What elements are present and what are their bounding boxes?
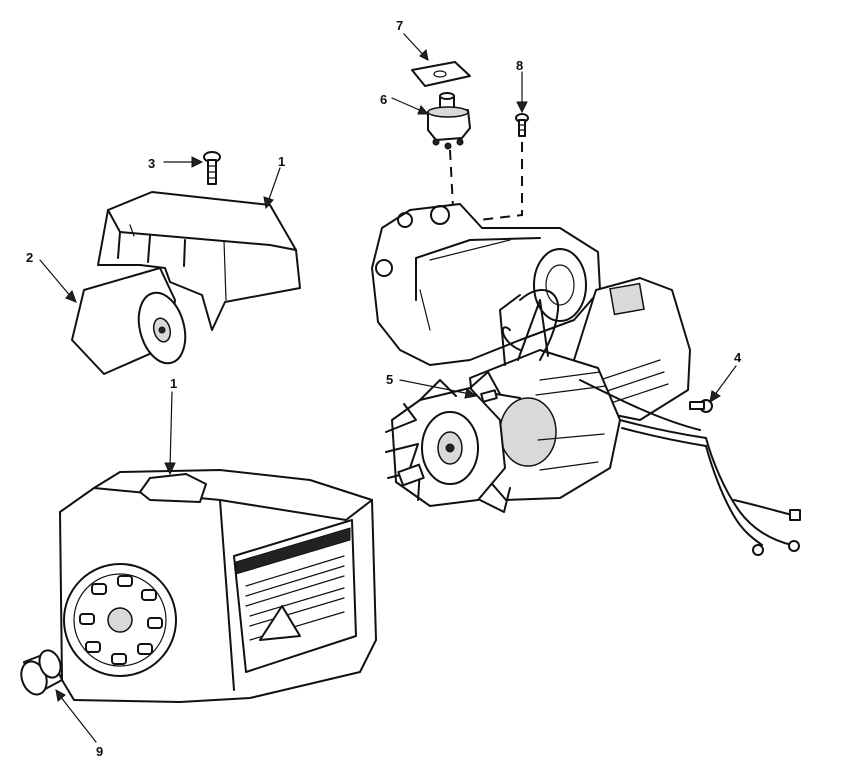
callout-1-top: 1 bbox=[278, 154, 285, 169]
part-8-dash-leader bbox=[461, 142, 523, 223]
callout-3: 3 bbox=[148, 156, 155, 171]
callout-6: 6 bbox=[380, 92, 387, 107]
part-7-gasket bbox=[411, 61, 471, 87]
leader-lines bbox=[39, 33, 737, 743]
part-9-knob bbox=[20, 649, 63, 696]
part-8-screw bbox=[515, 113, 529, 137]
callout-7: 7 bbox=[396, 18, 403, 33]
part-3-screw bbox=[203, 151, 221, 185]
callout-4: 4 bbox=[734, 350, 742, 365]
part-4-screw bbox=[689, 399, 713, 413]
part-2-capacitor bbox=[71, 267, 187, 375]
callout-9: 9 bbox=[96, 744, 103, 759]
part-1-capacitor-cover bbox=[97, 191, 301, 331]
part-5-fastener bbox=[480, 389, 521, 403]
callout-8: 8 bbox=[516, 58, 523, 73]
callout-5: 5 bbox=[386, 372, 393, 387]
part-6-pressure-switch bbox=[427, 92, 471, 150]
callout-2: 2 bbox=[26, 250, 33, 265]
motor-housing-assembly bbox=[371, 203, 701, 513]
callout-1-lower: 1 bbox=[170, 376, 177, 391]
part-1-motor-shroud bbox=[59, 469, 377, 703]
power-cord bbox=[619, 419, 801, 556]
